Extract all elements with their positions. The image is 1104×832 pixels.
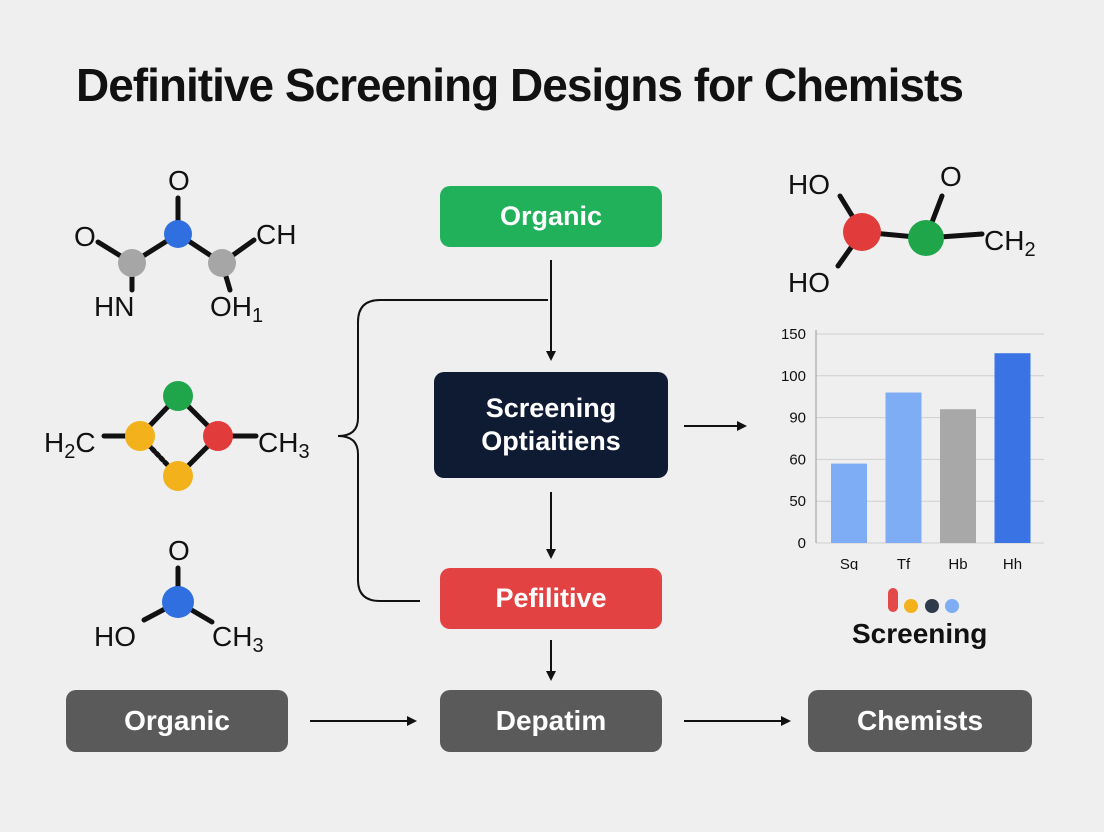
legend-dot-red [888,588,898,612]
atom-blue-3 [162,586,194,618]
y-tick-label: 0 [798,535,806,552]
y-tick-label: 150 [781,326,806,343]
screening-box-label-1: Screening [485,393,617,423]
legend-label: Screening [852,618,988,649]
molecule-3: O HO CH3 [94,535,264,657]
atom-label-ch: CH [256,219,296,250]
organic-bottom-label: Organic [124,705,230,736]
atom-gray-2 [208,249,236,277]
x-tick-label: Sq [840,556,858,570]
legend-dots [888,588,959,613]
legend-dot-navy [925,599,939,613]
bar [885,392,922,543]
x-tick-label: Hb [948,556,967,570]
atom-label-ho: HO [94,621,136,652]
atom-label-hn: HN [94,291,134,322]
x-tick-label: Tf [897,556,911,570]
depatim-label: Depatim [495,705,607,736]
chemists-box[interactable]: Chemists [808,690,1032,752]
bracket-connector [337,299,548,602]
atom-label-o: O [168,535,190,566]
atom-label-ch2: CH2 [984,225,1036,261]
atom-green-4 [908,220,944,256]
atom-label-o-left: O [74,221,96,252]
atom-green-2 [163,381,193,411]
atom-label-ch3: CH3 [258,427,310,463]
atom-yellow-2b [163,461,193,491]
atom-label-h2c: H2C [44,427,96,463]
y-tick-label: 60 [789,451,806,468]
atom-red-2 [203,421,233,451]
atom-yellow-2a [125,421,155,451]
atom-gray-1 [118,249,146,277]
legend-dot-yellow [904,599,918,613]
pefilitive-box-label: Pefilitive [495,583,607,613]
organic-box[interactable]: Organic [440,186,662,247]
y-tick-label: 90 [789,410,806,427]
depatim-box[interactable]: Depatim [440,690,662,752]
atom-label-ho-top: HO [788,169,830,200]
bar [831,463,867,543]
organic-box-label: Organic [499,201,603,231]
atom-label-ch3: CH3 [212,621,264,657]
atom-label-oh1: OH1 [210,291,263,327]
screening-box-label-2: Optiaitiens [481,426,621,456]
pefilitive-box[interactable]: Pefilitive [440,568,662,629]
screening-box[interactable]: Screening Optiaitiens [434,372,668,478]
page-title: Definitive Screening Designs for Chemist… [76,59,964,111]
molecule-1: O O CH HN OH1 [74,165,296,327]
atom-blue-1 [164,220,192,248]
atom-label-o: O [940,161,962,192]
bar [994,353,1031,543]
y-tick-label: 50 [789,493,806,510]
atom-red-4 [843,213,881,251]
atom-label-ho-bottom: HO [788,267,830,298]
x-tick-label: Hh [1003,556,1022,570]
bar [940,409,976,543]
molecule-2: H2C CH3 [44,381,310,491]
y-tick-label: 100 [781,368,806,385]
chemists-label: Chemists [856,705,984,736]
organic-bottom-box[interactable]: Organic [66,690,288,752]
atom-label-o-top: O [168,165,190,196]
molecule-4: HO O CH2 HO [788,161,1036,298]
legend-dot-blue [945,599,959,613]
